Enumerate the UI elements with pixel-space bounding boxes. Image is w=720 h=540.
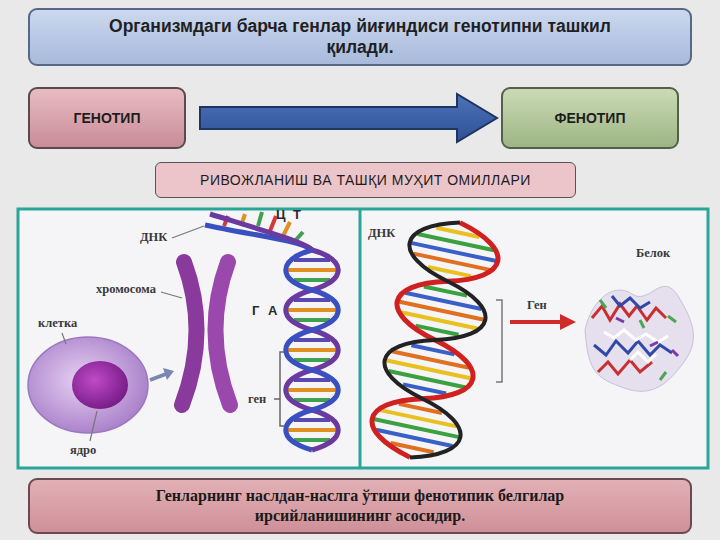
protein-chain [616, 318, 678, 356]
dna-strand [286, 250, 339, 450]
part-label: ДНК [140, 230, 167, 244]
part-label: клетка [38, 316, 77, 330]
part-label: А [268, 304, 277, 318]
leader-line [161, 292, 182, 298]
protein-chain [604, 330, 668, 362]
dna-strand [366, 213, 504, 466]
part-label: Ген [527, 298, 547, 312]
cell-shape [28, 337, 148, 433]
part-label: ядро [70, 443, 96, 457]
caption-text: Генларнинг наслдан-наслга ўтиши фенотипи… [86, 486, 634, 526]
part-label: Т [293, 208, 301, 222]
protein-chain [600, 300, 676, 380]
leader-line [172, 226, 204, 238]
phenotype-box: ФЕНОТИП [501, 87, 679, 149]
factor-box: РИВОЖЛАНИШ ВА ТАШҚИ МУҲИТ ОМИЛЛАРИ [155, 162, 576, 198]
chromatid [182, 262, 197, 405]
part-label: Ц [276, 208, 286, 222]
node-label: РИВОЖЛАНИШ ВА ТАШҚИ МУҲИТ ОМИЛЛАРИ [200, 172, 531, 188]
dna-strand [366, 213, 504, 466]
dna-rungs [286, 270, 338, 430]
gene-bracket [280, 352, 284, 426]
part-label: ДНК [368, 226, 395, 240]
cell-arrow [150, 374, 166, 380]
node-label: ГЕНОТИП [74, 110, 141, 126]
nucleus-shape [72, 361, 128, 409]
node-texts: ФЕНОТИП [555, 110, 626, 126]
title-text: Организмдаги барча генлар йиғиндиси гено… [74, 16, 646, 58]
cell-arrow-head [163, 368, 174, 380]
dna-helix [366, 213, 504, 466]
protein-chain [594, 296, 672, 355]
part-label: хромосома [96, 282, 156, 296]
gene-arrow-head [560, 314, 576, 330]
caption-banner: Генларнинг наслдан-наслга ўтиши фенотипи… [28, 478, 692, 534]
protein-shape [585, 286, 693, 391]
part-label: Белок [636, 246, 670, 260]
dna-strand [286, 250, 339, 450]
chromatid [215, 262, 230, 405]
part-label: ген [248, 392, 266, 406]
part-label: Г [252, 304, 259, 318]
genotype-box: ГЕНОТИП [28, 87, 186, 149]
node-label: ФЕНОТИП [555, 110, 626, 126]
panel-divider [359, 210, 362, 467]
node-texts: РИВОЖЛАНИШ ВА ТАШҚИ МУҲИТ ОМИЛЛАРИ [200, 172, 531, 188]
node-texts: ГЕНОТИП [74, 110, 141, 126]
picture-frame [18, 209, 708, 468]
leader-line [90, 411, 97, 441]
leader-line [62, 333, 66, 344]
title-banner: Организмдаги барча генлар йиғиндиси гено… [28, 8, 692, 66]
gene-arrow [510, 320, 562, 324]
leader-line [274, 398, 280, 400]
block-arrow [200, 94, 497, 142]
gene-bracket [496, 300, 502, 382]
